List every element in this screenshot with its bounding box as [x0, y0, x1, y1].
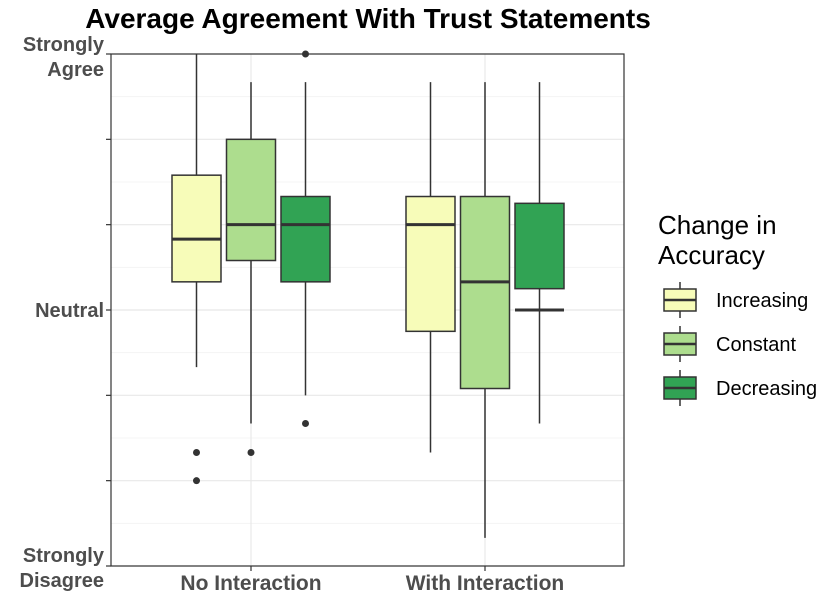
box-body	[514, 202, 565, 290]
chart-title: Average Agreement With Trust Statements	[85, 3, 651, 34]
x-axis: No Interaction With Interaction	[180, 566, 564, 595]
outlier-point	[247, 449, 255, 457]
box-decreasing-1	[514, 82, 565, 424]
outlier-point	[193, 449, 200, 457]
x-tick-label: With Interaction	[406, 572, 564, 595]
outlier-point	[302, 419, 309, 427]
legend-item-increasing: Increasing	[663, 282, 808, 318]
legend-label: Increasing	[716, 290, 808, 312]
box-increasing-0	[171, 54, 222, 485]
box-constant-0	[225, 82, 277, 457]
y-tick-label: Neutral	[35, 300, 104, 322]
outlier-point	[302, 50, 309, 58]
box-body	[405, 195, 456, 333]
outlier-point	[193, 477, 200, 485]
box-increasing-1	[405, 82, 456, 453]
legend-item-constant: Constant	[663, 326, 796, 362]
legend-label: Constant	[716, 334, 796, 356]
legend-label: Decreasing	[716, 378, 817, 400]
box-body	[280, 195, 331, 283]
box-constant-1	[459, 82, 511, 538]
x-tick-label: No Interaction	[180, 572, 321, 595]
box-body	[171, 174, 222, 283]
legend-item-decreasing: Decreasing	[663, 370, 817, 406]
box-body	[225, 138, 277, 262]
box-body	[459, 195, 511, 390]
box-decreasing-0	[280, 50, 331, 427]
boxes-layer	[171, 50, 565, 538]
